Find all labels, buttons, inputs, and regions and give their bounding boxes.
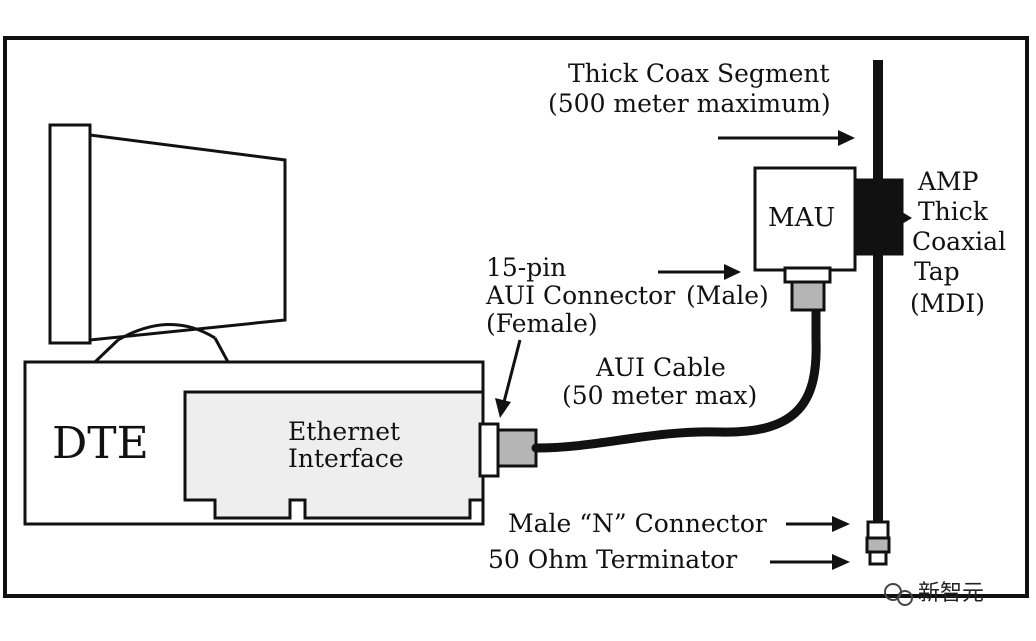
terminator-arrow	[770, 554, 850, 570]
amp-label-line2: Thick	[918, 197, 989, 226]
aui-connector-female	[478, 422, 500, 478]
amp-label-line3: Coaxial	[912, 227, 1006, 256]
male-n-arrow	[786, 516, 850, 532]
wechat-logo-icon	[884, 583, 913, 606]
aui-cable	[531, 303, 821, 453]
aui-male-arrow	[658, 264, 741, 280]
aui-connector-label-line1: 15-pin	[486, 253, 566, 282]
ethernet-interface-label-line1: Ethernet	[288, 417, 400, 446]
aui-plug-dte-end	[496, 428, 538, 468]
thick-coax-label-line1: Thick Coax Segment	[568, 59, 830, 88]
aui-connector-male-label: (Male)	[686, 281, 769, 310]
thick-coax-arrow	[718, 130, 855, 146]
aui-cable-label-line2: (50 meter max)	[562, 381, 757, 410]
amp-tap	[853, 178, 904, 256]
dte-label: DTE	[52, 418, 149, 469]
thick-coax-label-line2: (500 meter maximum)	[548, 89, 831, 118]
aui-connector-label-line2: AUI Connector	[485, 281, 675, 310]
aui-female-arrow	[495, 339, 522, 418]
thick-coax-segment	[873, 60, 883, 522]
terminator-cap	[868, 550, 888, 566]
terminator-label: 50 Ohm Terminator	[488, 545, 737, 574]
monitor-icon	[48, 123, 287, 364]
ethernet-interface-label-line2: Interface	[288, 444, 404, 473]
amp-label-line1: AMP	[917, 167, 978, 196]
aui-cable-label-line1: AUI Cable	[595, 353, 726, 382]
amp-label-line4: Tap	[914, 257, 960, 286]
amp-tap-pointer	[902, 212, 912, 224]
terminator-body	[865, 536, 891, 554]
mau-connector	[783, 266, 832, 284]
amp-label-line5: (MDI)	[910, 289, 985, 318]
mau-box	[753, 166, 857, 272]
aui-plug-mau-end	[790, 280, 826, 312]
watermark: 新智元	[884, 581, 984, 606]
watermark-text: 新智元	[918, 581, 984, 606]
aui-connector-female-label: (Female)	[486, 309, 598, 338]
ethernet-interface-card	[183, 390, 485, 520]
male-n-connector	[866, 520, 890, 540]
mau-label: MAU	[768, 203, 835, 233]
male-n-connector-label: Male “N” Connector	[508, 509, 767, 538]
